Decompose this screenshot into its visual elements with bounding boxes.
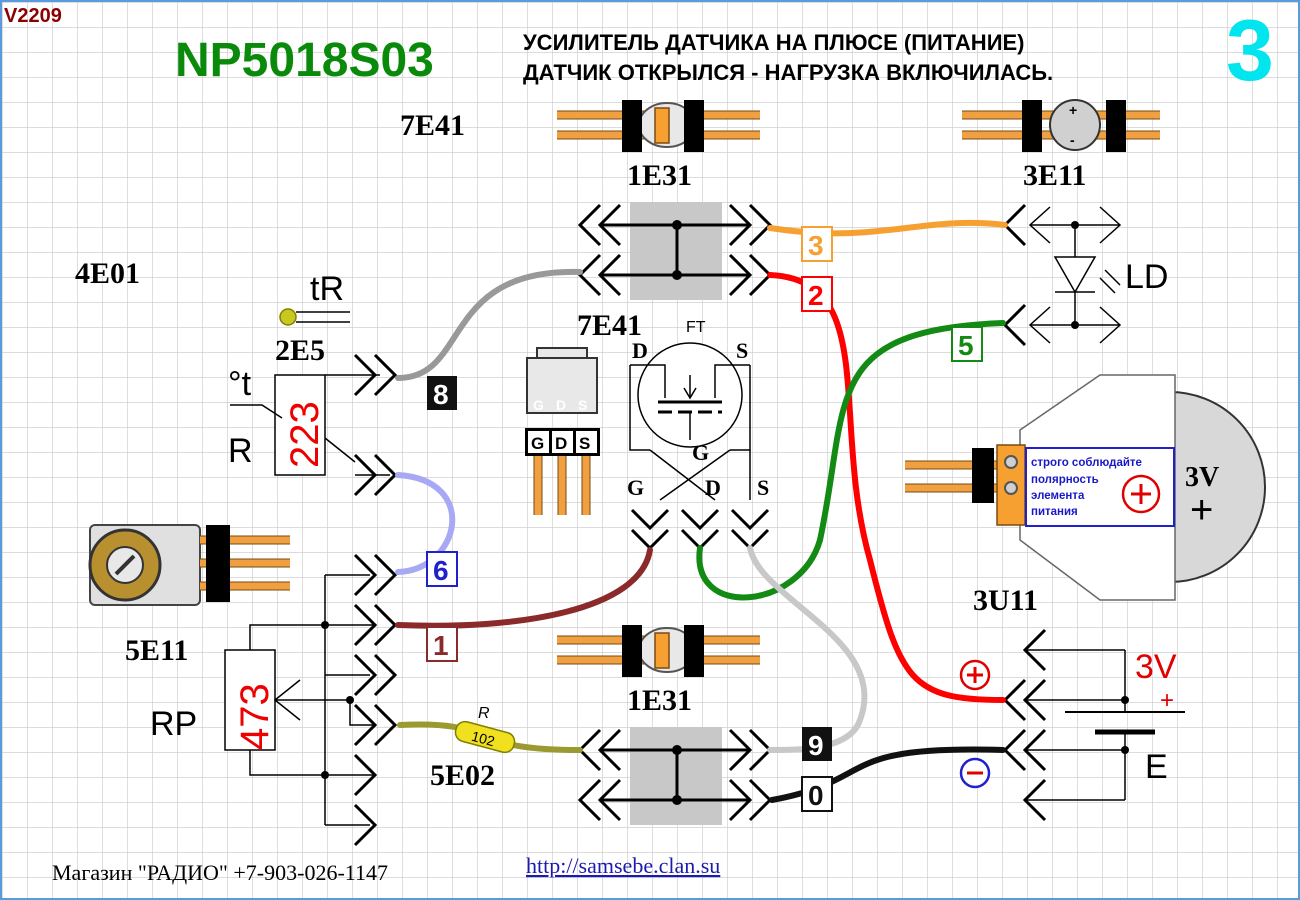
svg-text:-: - <box>1070 132 1075 148</box>
thermistor: tR °t R 223 <box>228 270 398 497</box>
model-title: NP5018S03 <box>175 34 434 87</box>
fet-g-label: G <box>692 440 709 465</box>
shop-contact: Магазин "РАДИО" +7-903-026-1147 <box>52 860 388 885</box>
fet-pin-g: G <box>531 434 544 453</box>
wire-tag-9: 9 <box>802 727 832 761</box>
module-label-1e31-bottom: 1E31 <box>627 684 692 717</box>
module-label-4e01: 4E01 <box>75 257 140 290</box>
module-label-1e31-top: 1E31 <box>627 159 692 192</box>
led-label: LD <box>1125 258 1168 296</box>
svg-text:+: + <box>1069 102 1077 118</box>
module-label-3u11: 3U11 <box>973 584 1038 617</box>
pot-label: RP <box>150 705 197 743</box>
battery-plus-label: + <box>1190 488 1213 532</box>
wire-tag-9-label: 9 <box>808 730 824 761</box>
page-number: 3 <box>1226 3 1274 99</box>
wire-tag-5: 5 <box>951 326 983 362</box>
wire-tag-2-label: 2 <box>808 280 824 311</box>
module-label-3e11: 3E11 <box>1023 159 1086 192</box>
wire-tag-0-label: 0 <box>808 780 824 811</box>
wire-tag-6: 6 <box>426 551 458 587</box>
title-line-2: ДАТЧИК ОТКРЫЛСЯ - НАГРУЗКА ВКЛЮЧИЛАСЬ. <box>523 60 1053 85</box>
capacitor-bottom-block <box>577 727 773 825</box>
battery-note-3: элемента <box>1031 490 1085 502</box>
battery-voltage-label: 3V <box>1185 462 1219 493</box>
fet-s-label: S <box>736 338 748 363</box>
potentiometer-block: 473 RP <box>150 553 398 847</box>
supply-block: 3V + E <box>959 628 1185 822</box>
wire-tag-0: 0 <box>801 776 833 812</box>
battery-holder: строго соблюдайте полярность элемента пи… <box>905 374 1266 601</box>
battery-note-4: питания <box>1031 506 1078 518</box>
module-label-7e41-top: 7E41 <box>400 109 465 142</box>
thermistor-r-label: R <box>228 432 253 470</box>
wire-tag-3-label: 3 <box>808 230 824 261</box>
resistor-r-label: R <box>478 705 490 722</box>
wire-6[interactable] <box>395 472 456 575</box>
fet-ft-label: FT <box>686 319 706 336</box>
wire-tag-8-label: 8 <box>433 379 449 410</box>
module-label-2e5: 2E5 <box>275 334 325 367</box>
thermistor-value: 223 <box>283 401 327 468</box>
wire-1[interactable] <box>395 547 653 629</box>
wire-tag-8: 8 <box>427 376 457 410</box>
fet-pin-s: S <box>579 434 590 453</box>
thermistor-tr-label: tR <box>310 270 344 308</box>
module-label-5e11: 5E11 <box>125 634 188 667</box>
wire-tag-1: 1 <box>426 626 458 662</box>
capacitor-top-part <box>557 100 760 152</box>
potentiometer-part <box>88 524 290 606</box>
title-line-1: УСИЛИТЕЛЬ ДАТЧИКА НА ПЛЮСЕ (ПИТАНИЕ) <box>523 30 1025 55</box>
resistor-value: 102 <box>470 728 497 750</box>
wire-tag-2: 2 <box>801 276 833 312</box>
fet-g-bottom: G <box>627 475 644 500</box>
led-top-part: + - <box>962 99 1160 152</box>
wire-8[interactable] <box>395 268 583 381</box>
resistor-102: 102 R <box>454 705 516 754</box>
fet-pin-s-faint: S <box>578 397 587 413</box>
capacitor-top-block <box>577 202 773 300</box>
capacitor-bottom-part <box>557 625 760 677</box>
supply-voltage-label: 3V <box>1135 648 1177 686</box>
wire-tag-6-label: 6 <box>433 555 449 586</box>
supply-e-label: E <box>1145 748 1168 786</box>
battery-note-2: полярность <box>1031 474 1099 486</box>
wire-tag-5-label: 5 <box>958 330 974 361</box>
module-label-5e02: 5E02 <box>430 759 495 792</box>
fet-part: G D S G D S <box>525 347 600 515</box>
site-link[interactable]: http://samsebe.clan.su <box>526 853 720 878</box>
module-label-7e41-fet: 7E41 <box>577 309 642 342</box>
fet-pin-d: D <box>555 434 567 453</box>
battery-note-1: строго соблюдайте <box>1031 457 1142 469</box>
wire-tag-1-label: 1 <box>433 630 449 661</box>
site-link-text[interactable]: http://samsebe.clan.su <box>526 853 720 878</box>
fet-pin-d-faint: D <box>556 397 566 413</box>
fet-s-bottom: S <box>757 475 769 500</box>
supply-plus-label: + <box>1160 687 1174 714</box>
wire-5[interactable] <box>696 320 1006 601</box>
pot-value: 473 <box>233 683 277 750</box>
fet-symbol: FT D S G G D S <box>627 319 769 551</box>
version-label: V2209 <box>4 5 62 27</box>
fet-pin-g-faint: G <box>533 397 544 413</box>
thermistor-deg-label: °t <box>228 365 252 403</box>
wire-tag-3: 3 <box>801 226 833 262</box>
fet-d-bottom: D <box>705 475 721 500</box>
fet-d-label: D <box>632 338 648 363</box>
